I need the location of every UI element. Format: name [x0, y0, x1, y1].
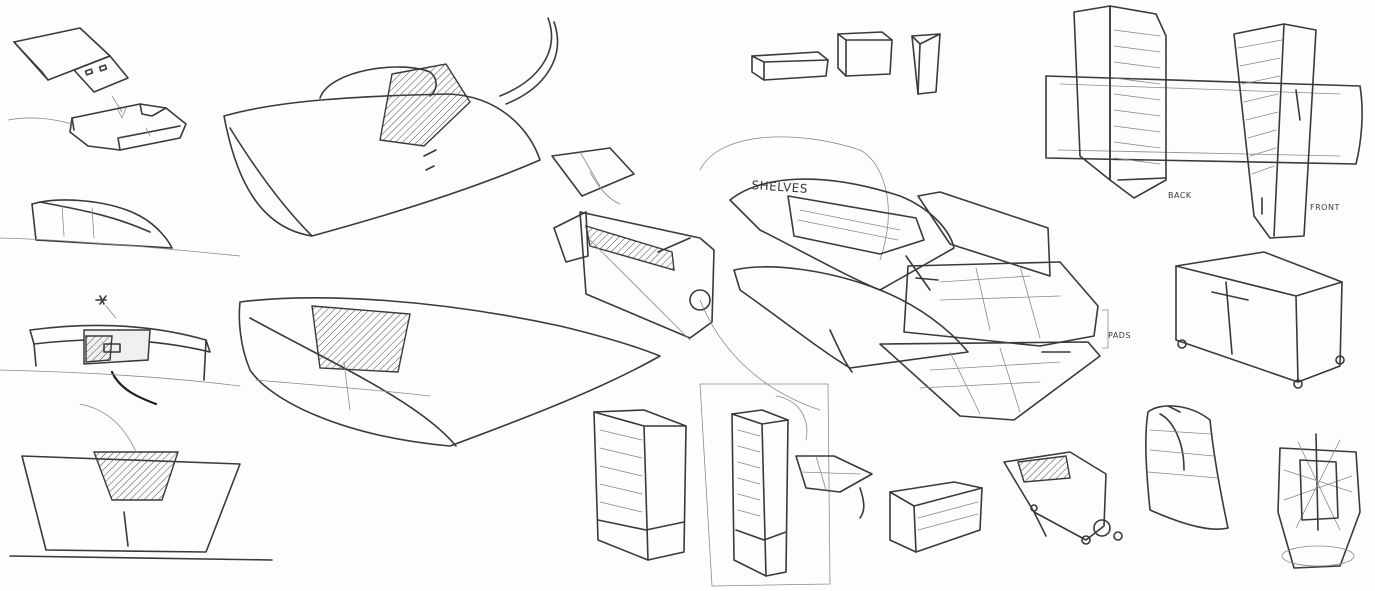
tower-back-and-front-sketch — [1045, 5, 1363, 239]
large-tray-dock-with-cable-sketch — [223, 17, 559, 237]
small-boxes-sketch — [751, 31, 941, 95]
dock-side-profile-sketch — [0, 199, 241, 257]
usb-drive-and-dock-sketch — [7, 27, 187, 151]
radial-file-holder-sketch — [1277, 433, 1361, 569]
file-box-with-lid-sketch — [551, 147, 715, 341]
pads-label: PADS — [1108, 331, 1132, 340]
usb-drive-icon — [84, 64, 108, 76]
back-label: BACK — [1168, 191, 1192, 200]
dock-with-usb-port-sketch — [0, 295, 241, 406]
usb-symbol-icon — [95, 295, 107, 305]
dock-front-view-sketch — [9, 403, 273, 561]
wedge-tray-sketch — [238, 297, 661, 447]
curved-stand-sketch — [1145, 405, 1229, 530]
shelf-unit-sketch — [593, 409, 687, 561]
rolling-cabinet-sketch — [1175, 251, 1345, 389]
rolling-file-basket-sketch — [1003, 451, 1123, 545]
shelf-box-sketch — [889, 481, 983, 553]
front-label: FRONT — [1310, 203, 1340, 212]
tower-with-pad-sketch — [699, 383, 873, 587]
shelves-and-pads-exploded-sketch — [699, 136, 1109, 421]
